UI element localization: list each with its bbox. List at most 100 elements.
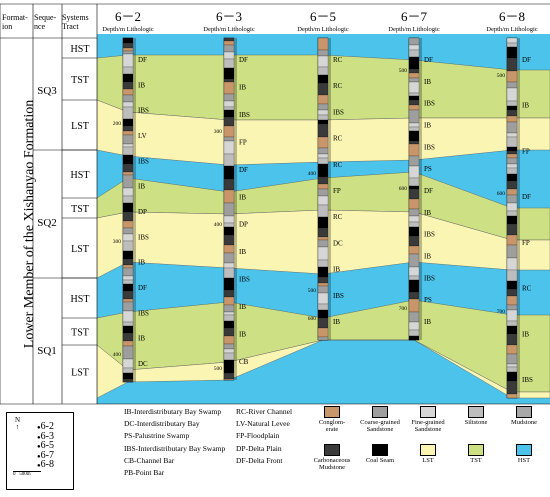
lithology-layer — [223, 252, 235, 264]
facies-label: IB — [239, 193, 246, 201]
lithology-layer — [223, 136, 235, 142]
lithology-layer — [122, 358, 134, 369]
facies-label: IBS — [138, 157, 149, 165]
lithology-layer — [122, 240, 134, 252]
legend-label: Mudstone — [511, 419, 537, 426]
lithology-layer — [506, 153, 518, 159]
lithology-layer — [122, 163, 134, 173]
well-subtitle: Depth/m Lithologic — [203, 26, 255, 33]
lithology-layer — [506, 37, 518, 44]
lithology-layer — [223, 78, 235, 83]
tract-label: HST — [71, 170, 90, 181]
lithology-layer — [506, 87, 518, 102]
facies-label: IBS — [333, 108, 344, 116]
lithology-layer — [408, 140, 420, 145]
facies-label: FP — [239, 138, 247, 146]
lithology-layer — [122, 73, 134, 83]
lithology-layer — [223, 335, 235, 345]
lithology-layer — [223, 277, 235, 291]
lithology-layer — [223, 327, 235, 337]
facies-label: DC — [333, 239, 343, 247]
well-subtitle: Depth/m Lithologic — [486, 26, 538, 33]
well-title: 6－2 — [115, 9, 141, 24]
lithology-layer — [408, 92, 420, 97]
lithology-layer — [317, 246, 329, 261]
well-subtitle: Depth/m Lithologic — [297, 26, 349, 33]
lithology-layer — [223, 267, 235, 279]
north-arrow-icon: N↑ — [15, 416, 21, 431]
lithology-layer — [408, 81, 420, 94]
depth-label: 600 — [308, 316, 317, 322]
map-well: ●6-7 — [37, 449, 54, 461]
lithology-layer — [408, 311, 420, 323]
lithology-layer — [122, 202, 134, 213]
lithology-layer — [122, 283, 134, 292]
lithology-layer — [122, 94, 134, 103]
lithology-layer — [408, 130, 420, 142]
header-sequence: Seque- nce — [34, 13, 57, 31]
lithology-layer — [223, 289, 235, 298]
lithology-layer — [317, 176, 329, 185]
lithology-layer — [506, 57, 518, 72]
lithology-layer — [506, 280, 518, 290]
sequence-label: SQ3 — [37, 85, 57, 97]
lithology-layer — [506, 304, 518, 311]
formation-name: Lower Member of the Xishanyao Formation — [22, 99, 37, 349]
tract-label: TST — [71, 328, 89, 339]
lithology-layer — [408, 266, 420, 277]
lithology-layer — [506, 269, 518, 282]
lithology-layer — [317, 114, 329, 121]
lst-band — [96, 339, 550, 399]
lithology-layer — [506, 173, 518, 182]
facies-label: IB — [333, 266, 340, 274]
lithology-layer — [223, 93, 235, 102]
lithology-layer — [506, 167, 518, 175]
legend-item: Fine-grained Sandstone — [404, 404, 452, 442]
lithology-layer — [223, 178, 235, 191]
lithology-layer — [122, 50, 134, 55]
lithology-layer — [408, 298, 420, 313]
lithology-layer — [506, 132, 518, 138]
facies-label: IBS — [424, 231, 435, 239]
lithology-layer — [223, 40, 235, 46]
lithology-layer — [122, 325, 134, 334]
lithology-layer — [506, 344, 518, 355]
lithology-layer — [122, 340, 134, 347]
facies-label: LV — [138, 132, 147, 140]
lithology-layer — [317, 82, 329, 96]
lithology-layer — [408, 177, 420, 187]
facies-label: RC — [333, 213, 343, 221]
facies-label: DF — [424, 187, 433, 195]
facies-label: IBS — [333, 292, 344, 300]
legend-label: Coal Seam — [365, 457, 395, 464]
lithology-layer — [317, 309, 329, 319]
lithology-layer — [317, 55, 329, 68]
lithology-layer — [506, 146, 518, 152]
lithology-layer — [122, 372, 134, 380]
lithology-layer — [317, 204, 329, 218]
lithology-layer — [408, 188, 420, 200]
lithology-layer — [408, 208, 420, 217]
depth-label: 300 — [113, 239, 122, 245]
map-well: ●6-3 — [37, 430, 54, 442]
facies-label: IB — [138, 81, 145, 89]
lithology-layer — [408, 99, 420, 106]
lithology-layer — [506, 393, 518, 399]
legend-swatch — [372, 406, 388, 418]
depth-label: 600 — [497, 191, 506, 197]
lithology-layer — [317, 37, 329, 51]
legend-item: LST — [404, 442, 452, 480]
lithology-layer — [317, 195, 329, 206]
facies-label: IBS — [522, 376, 533, 384]
facies-label: IB — [424, 253, 431, 261]
map-well: ●6-5 — [37, 440, 54, 451]
lithology-layer — [506, 109, 518, 117]
lithology-layer — [122, 378, 134, 383]
facies-label: IB — [522, 102, 529, 110]
depth-label: 700 — [399, 306, 408, 312]
legend-swatch — [516, 406, 532, 418]
lithology-layer — [122, 171, 134, 176]
lithology-layer — [317, 109, 329, 116]
lithology-layer — [122, 106, 134, 120]
